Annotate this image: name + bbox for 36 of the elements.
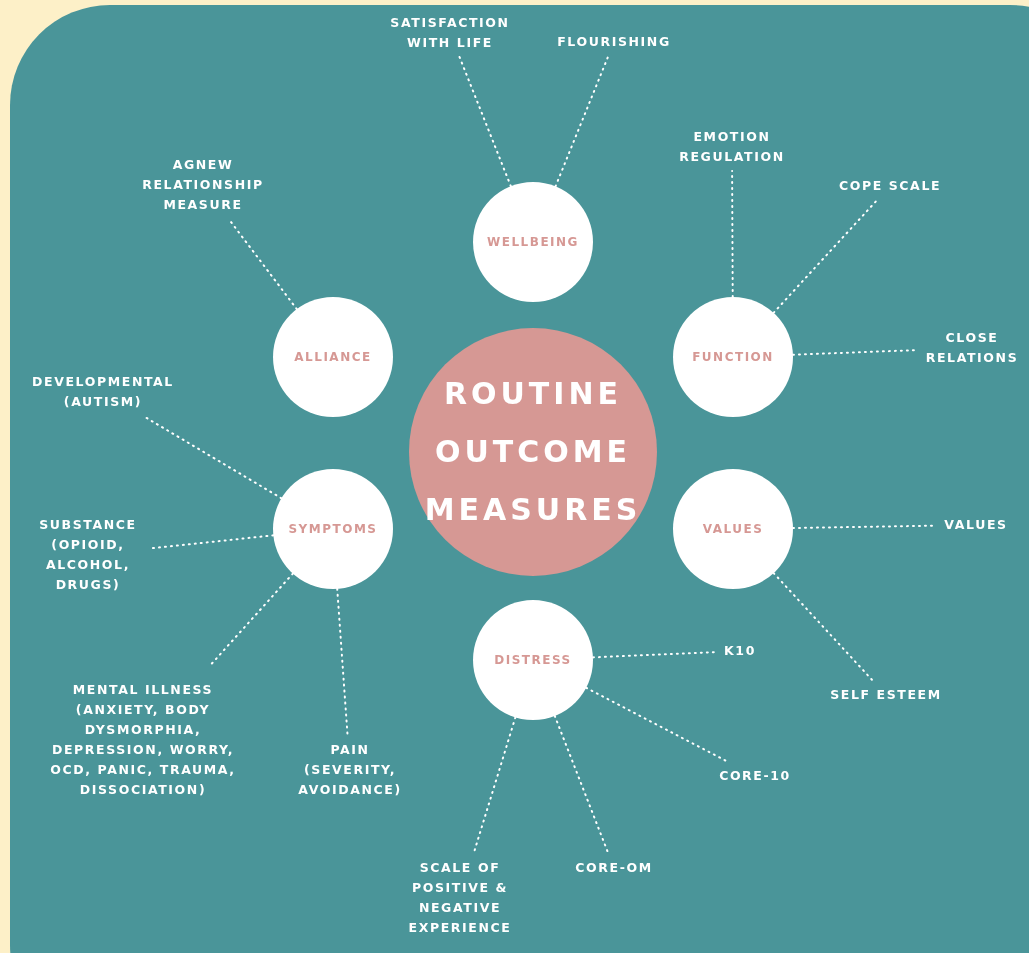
title-text: ROUTINE OUTCOME MEASURES (423, 375, 643, 529)
leader-line (458, 56, 512, 188)
category-label: SYMPTOMS (288, 522, 378, 536)
leader-line (591, 651, 716, 659)
leader-line (227, 218, 298, 311)
leader-line (553, 714, 610, 855)
measure-label: FLOURISHING (557, 33, 671, 51)
measure-label: SUBSTANCE (OPIOID, ALCOHOL, DRUGS) (38, 516, 138, 594)
measure-label: SCALE OF POSITIVE & NEGATIVE EXPERIENCE (407, 859, 513, 937)
measure-label: PAIN (SEVERITY, AVOIDANCE) (297, 741, 403, 799)
category-label: VALUES (702, 522, 764, 536)
measure-label: VALUES (944, 516, 1008, 534)
leader-line (792, 524, 934, 529)
category-label: DISTRESS (494, 653, 572, 667)
measure-label: COPE SCALE (838, 177, 942, 195)
measure-label: CORE-OM (575, 859, 653, 877)
measure-label: AGNEW RELATIONSHIP MEASURE (141, 156, 265, 214)
leader-line (208, 572, 294, 667)
category-label: ALLIANCE (294, 350, 372, 364)
category-label: WELLBEING (487, 235, 579, 249)
leader-line (791, 349, 917, 356)
measure-label: SATISFACTION WITH LIFE (389, 14, 511, 52)
leader-line (149, 534, 275, 550)
leader-line (336, 587, 349, 737)
measure-label: CORE-10 (719, 767, 791, 785)
leader-line (772, 572, 875, 682)
measure-label: CLOSE RELATIONS (924, 329, 1020, 367)
measure-label: SELF ESTEEM (830, 686, 942, 704)
measure-label: DEVELOPMENTAL (AUTISM) (31, 373, 175, 411)
leader-line (772, 199, 879, 314)
measure-label: K10 (724, 642, 756, 660)
leader-line (554, 55, 610, 188)
leader-line (731, 170, 734, 298)
measure-label: MENTAL ILLNESS (ANXIETY, BODY DYSMORPHIA, DEPRESSION, WORRY, OCD, PANIC, TRAUMA, DISSOCIATION) (49, 681, 237, 799)
measure-label: EMOTION REGULATION (678, 128, 786, 166)
category-label: FUNCTION (692, 350, 774, 364)
